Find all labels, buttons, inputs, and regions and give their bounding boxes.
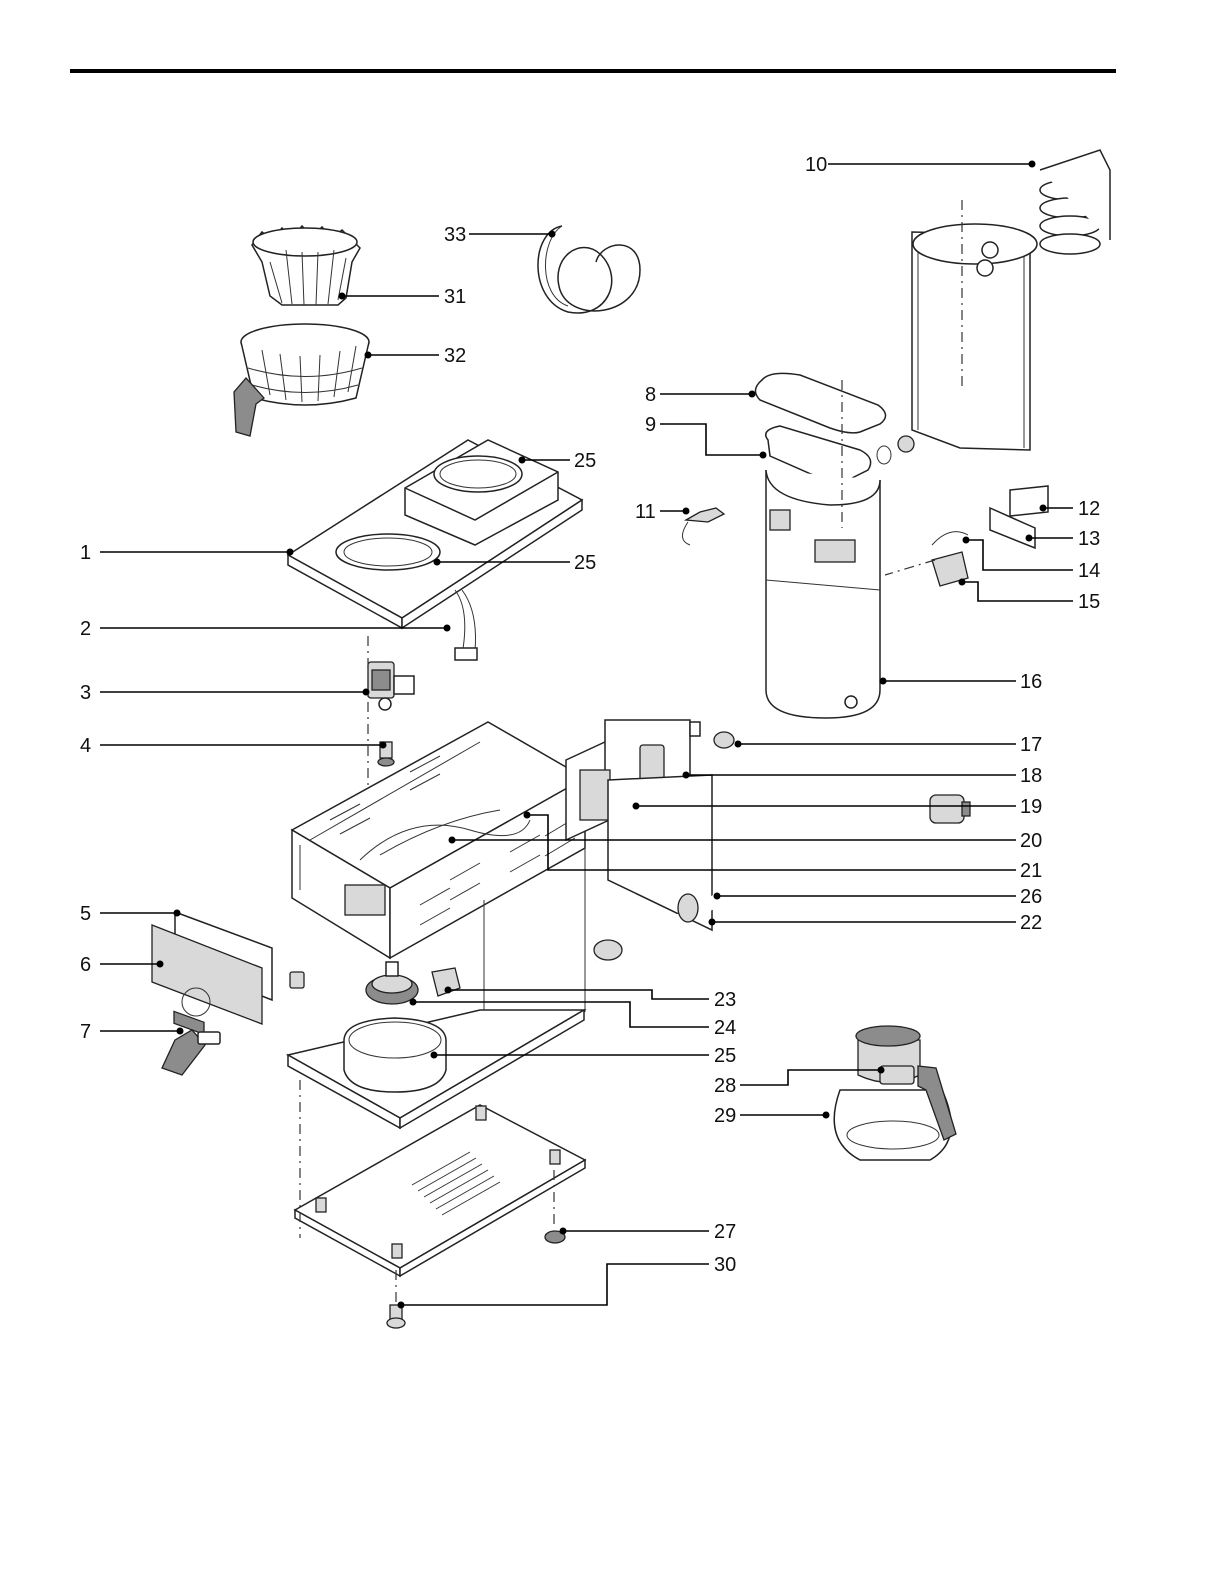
callout-26: 26 bbox=[1020, 886, 1042, 908]
callout-5: 5 bbox=[80, 903, 91, 925]
callout-25-top: 25 bbox=[574, 450, 596, 472]
callout-4: 4 bbox=[80, 735, 91, 757]
callout-25-bottom: 25 bbox=[714, 1045, 736, 1067]
callout-16: 16 bbox=[1020, 671, 1042, 693]
lower-warmer-plate-part bbox=[288, 1010, 584, 1128]
callout-15: 15 bbox=[1078, 591, 1100, 613]
tank-assembly bbox=[682, 150, 1110, 718]
callout-31: 31 bbox=[444, 286, 466, 308]
callout-7: 7 bbox=[80, 1021, 91, 1043]
tubing-coil-part bbox=[538, 226, 640, 313]
carafe-part bbox=[834, 1026, 956, 1160]
callout-8: 8 bbox=[645, 384, 656, 406]
callout-33: 33 bbox=[444, 224, 466, 246]
callout-14: 14 bbox=[1078, 560, 1100, 582]
header-rule bbox=[70, 69, 1116, 73]
callout-9: 9 bbox=[645, 414, 656, 436]
callout-19: 19 bbox=[1020, 796, 1042, 818]
callout-13: 13 bbox=[1078, 528, 1100, 550]
callout-6: 6 bbox=[80, 954, 91, 976]
upper-warmer-assembly bbox=[288, 440, 582, 660]
callout-29: 29 bbox=[714, 1105, 736, 1127]
callout-32: 32 bbox=[444, 345, 466, 367]
control-panel-assembly bbox=[152, 912, 304, 1075]
callout-23: 23 bbox=[714, 989, 736, 1011]
callout-28: 28 bbox=[714, 1075, 736, 1097]
callout-22: 22 bbox=[1020, 912, 1042, 934]
callout-3: 3 bbox=[80, 682, 91, 704]
callout-21: 21 bbox=[1020, 860, 1042, 882]
callout-2: 2 bbox=[80, 618, 91, 640]
callout-24: 24 bbox=[714, 1017, 736, 1039]
thermostat-assembly bbox=[366, 962, 460, 1004]
callout-10: 10 bbox=[805, 154, 827, 176]
callout-11: 11 bbox=[635, 501, 656, 523]
callout-17: 17 bbox=[1020, 734, 1042, 756]
base-plate-part bbox=[295, 1080, 585, 1328]
callout-18: 18 bbox=[1020, 765, 1042, 787]
callout-1: 1 bbox=[80, 542, 91, 564]
brew-basket-part bbox=[234, 324, 369, 436]
callout-30: 30 bbox=[714, 1254, 736, 1276]
callout-27: 27 bbox=[714, 1221, 736, 1243]
callout-25-mid: 25 bbox=[574, 552, 596, 574]
callout-20: 20 bbox=[1020, 830, 1042, 852]
callout-12: 12 bbox=[1078, 498, 1100, 520]
